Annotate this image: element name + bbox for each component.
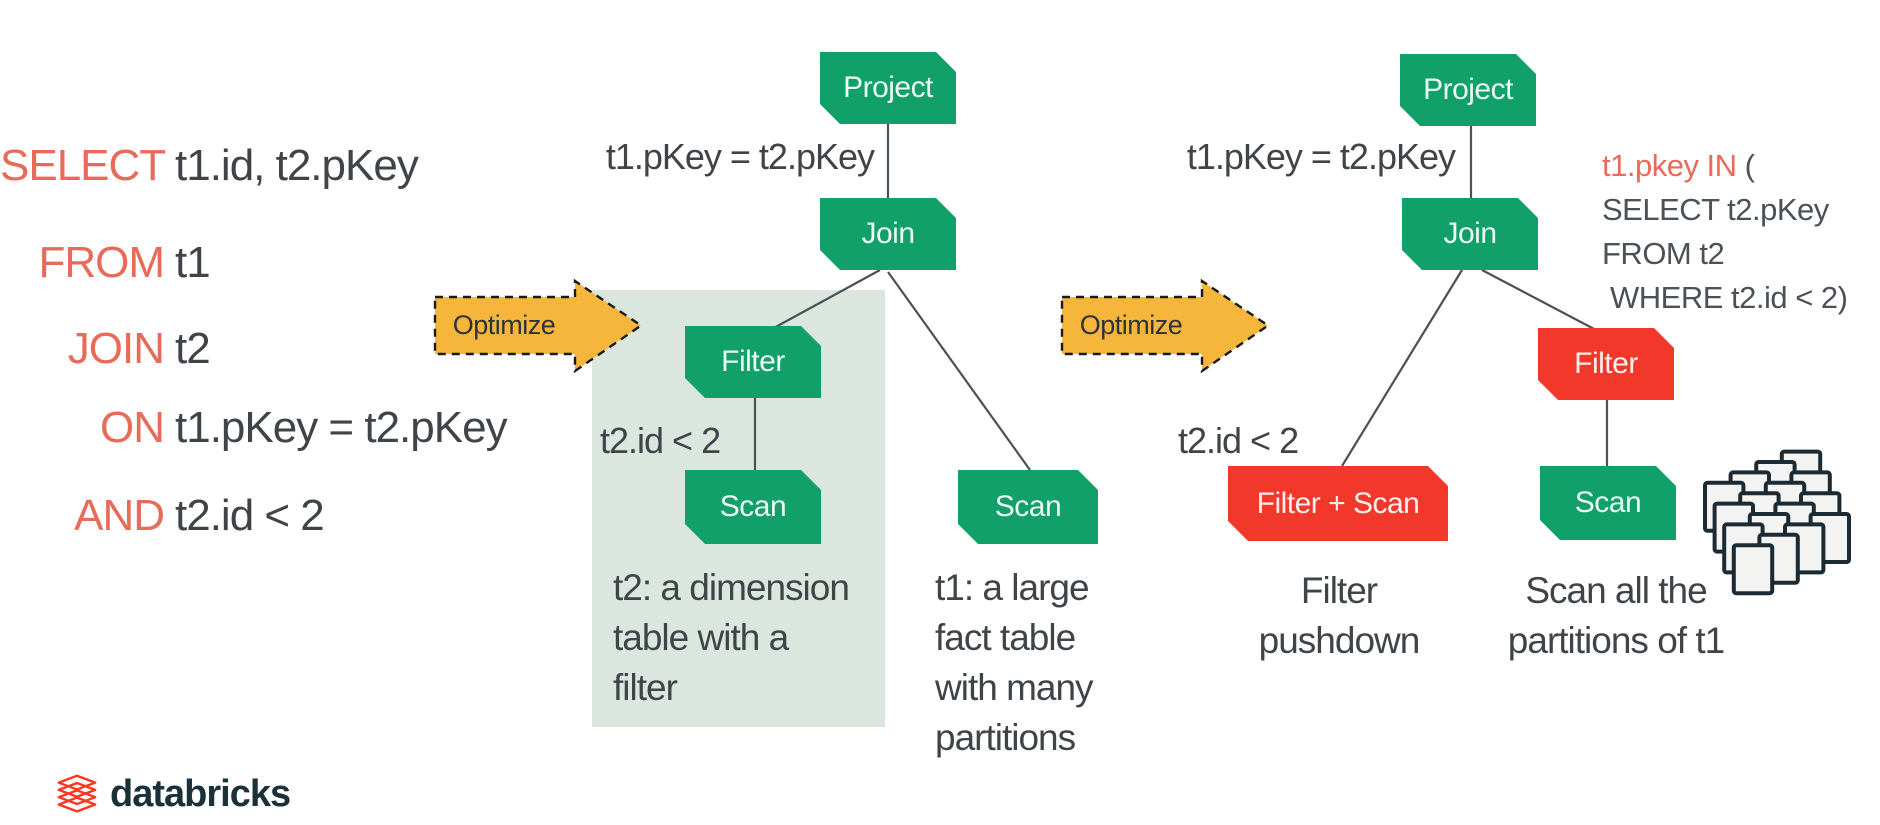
- node-filter-right: Filter: [1538, 328, 1674, 400]
- caption-line: pushdown: [1258, 620, 1421, 661]
- subquery-annotation: t1.pkey IN ( SELECT t2.pKey FROM t2 WHER…: [1602, 144, 1848, 320]
- node-filter-left: Filter: [685, 326, 821, 398]
- optimize-arrow-right: Optimize: [1060, 278, 1272, 374]
- caption-line: filter: [613, 667, 678, 708]
- arrow-right-icon: [1060, 278, 1271, 374]
- subquery-red-text: t1.pkey IN: [1602, 148, 1737, 183]
- caption-line: t2: a dimension: [613, 567, 850, 608]
- sql-text: t2: [175, 324, 211, 373]
- optimize-label: Optimize: [1079, 310, 1183, 340]
- caption-line: with many: [935, 667, 1094, 708]
- join-condition-right: t1.pKey = t2.pKey: [1186, 136, 1456, 177]
- sql-keyword: SELECT: [0, 141, 166, 190]
- subquery-line-4: WHERE t2.id < 2): [1610, 280, 1848, 315]
- edge-left-join-scan: [887, 271, 1031, 471]
- sql-text: t1: [175, 238, 211, 287]
- subquery-line-1: t1.pkey IN (: [1602, 144, 1848, 188]
- sql-keyword: AND: [74, 491, 165, 540]
- node-scan-t2: Scan: [685, 470, 821, 544]
- node-join-left: Join: [820, 198, 956, 270]
- node-filter-scan: Filter + Scan: [1228, 466, 1448, 541]
- databricks-logo-icon: [57, 774, 97, 813]
- caption-filter-pushdown: Filter pushdown: [1244, 566, 1434, 666]
- sql-text: t2.id < 2: [175, 491, 325, 540]
- caption-line: partitions of t1: [1507, 620, 1725, 661]
- edge-right-join-filter: [1481, 269, 1597, 331]
- caption-line: Scan all the: [1525, 570, 1707, 611]
- caption-line: t1: a large: [935, 567, 1090, 608]
- node-project-right: Project: [1400, 54, 1536, 126]
- sql-text: t1.id, t2.pKey: [175, 141, 419, 190]
- databricks-logo: databricks: [56, 772, 291, 816]
- node-scan-t1: Scan: [958, 470, 1098, 544]
- databricks-wordmark: databricks: [110, 772, 291, 815]
- node-join-right: Join: [1402, 198, 1538, 270]
- sql-keyword: JOIN: [67, 324, 165, 373]
- node-scan-right: Scan: [1540, 466, 1676, 540]
- caption-line: partitions: [935, 717, 1076, 758]
- sql-keyword: FROM: [38, 238, 165, 287]
- subquery-line-2: SELECT t2.pKey: [1602, 192, 1829, 227]
- join-condition-left: t1.pKey = t2.pKey: [605, 136, 875, 177]
- edge-right-join-filterscan: [1341, 269, 1463, 467]
- node-project-left: Project: [820, 52, 956, 124]
- subquery-paren: (: [1736, 148, 1755, 183]
- optimize-arrow-left: Optimize: [433, 278, 645, 374]
- partitions-icon: [1703, 449, 1851, 596]
- caption-t2-dimension-table: t2: a dimension table with a filter: [613, 563, 850, 713]
- caption-scan-partitions: Scan all the partitions of t1: [1496, 566, 1736, 666]
- caption-line: fact table: [935, 617, 1076, 658]
- caption-line: Filter: [1300, 570, 1378, 611]
- filter-condition-right: t2.id < 2: [1178, 420, 1299, 461]
- caption-t1-fact-table: t1: a large fact table with many partiti…: [935, 563, 1094, 763]
- sql-keyword: ON: [100, 403, 165, 452]
- caption-line: table with a: [613, 617, 789, 658]
- optimize-label: Optimize: [452, 310, 556, 340]
- subquery-line-3: FROM t2: [1602, 236, 1725, 271]
- sql-text: t1.pKey = t2.pKey: [175, 403, 508, 452]
- arrow-right-icon: [433, 278, 644, 374]
- filter-condition-left: t2.id < 2: [600, 420, 721, 461]
